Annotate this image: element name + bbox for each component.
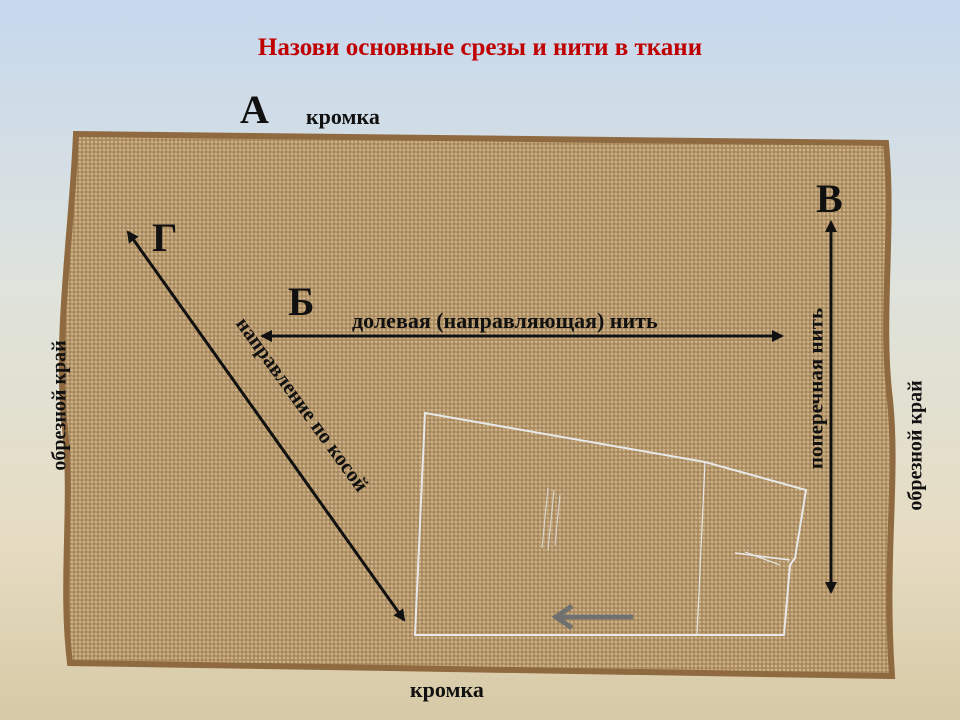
bias-arrow [126,230,406,622]
pattern-print-mark [541,487,561,551]
bottom-selvage-label: кромка [410,677,484,702]
right-cut-edge-label: обрезной край [904,380,927,511]
warp-thread-label: долевая (направляющая) нить [352,308,658,333]
top-selvage-label: кромка [306,104,380,129]
left-cut-edge-label: обрезной край [48,340,71,471]
garment-pattern [413,411,808,636]
letter-a: А [240,87,269,132]
grain-arrow-on-pattern [551,603,633,631]
weft-thread-label: поперечная нить [803,307,828,470]
fabric-piece [58,130,896,680]
letter-g: Г [152,215,178,260]
letter-v: В [816,176,843,221]
page-title: Назови основные срезы и нити в ткани [257,34,703,61]
letter-b: Б [288,279,315,324]
